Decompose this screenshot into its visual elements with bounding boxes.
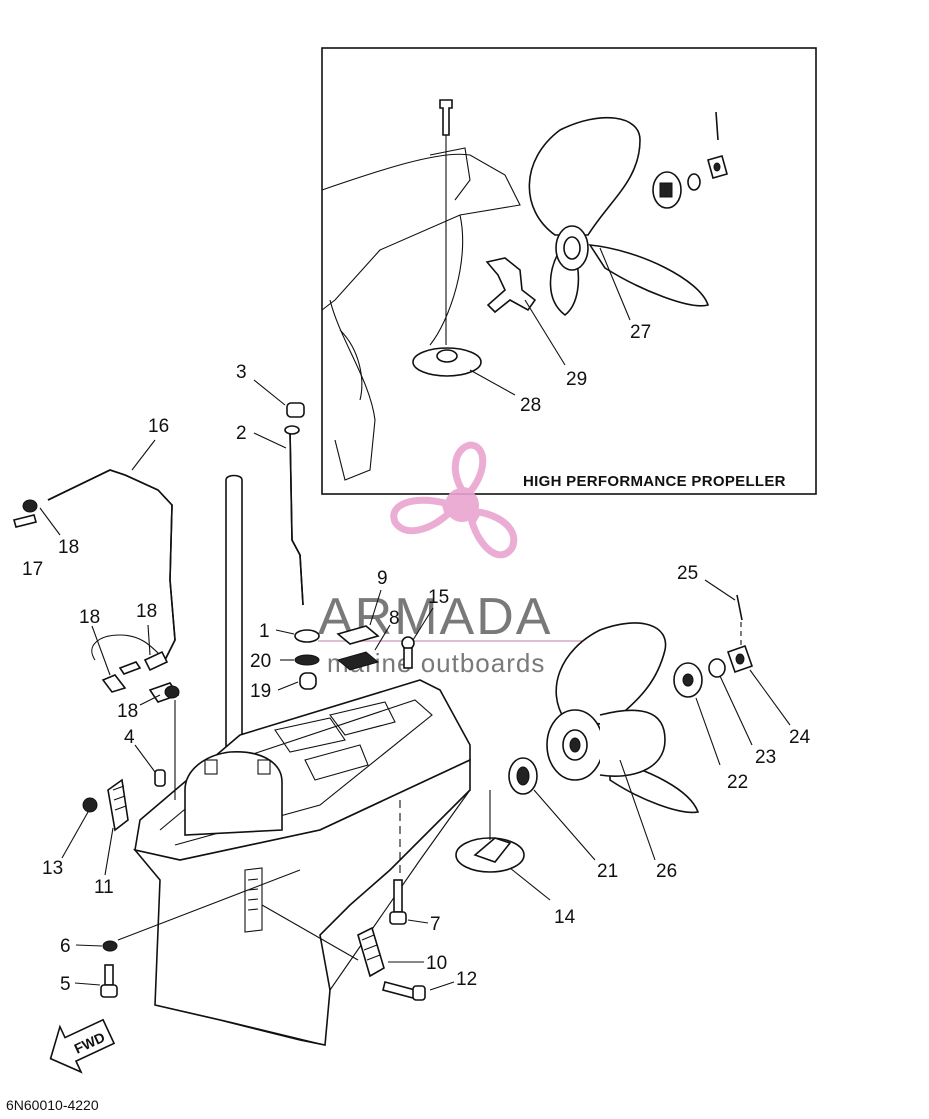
callout-2: 2 xyxy=(236,423,247,444)
callout-18-left: 18 xyxy=(79,607,100,628)
callout-6: 6 xyxy=(60,936,71,957)
inset-high-performance-propeller: HIGH PERFORMANCE PROPELLER xyxy=(321,47,817,495)
callout-27: 27 xyxy=(630,322,651,343)
callout-14: 14 xyxy=(554,907,576,928)
callout-5: 5 xyxy=(60,974,71,995)
callout-19: 19 xyxy=(250,681,271,702)
callout-24: 24 xyxy=(789,727,811,748)
callout-13: 13 xyxy=(42,858,63,879)
callout-17: 17 xyxy=(22,559,43,580)
callout-23: 23 xyxy=(755,747,776,768)
inset-title: HIGH PERFORMANCE PROPELLER xyxy=(523,473,786,490)
propeller-logo-icon xyxy=(390,441,518,559)
callout-numbers: 1 2 3 4 5 6 7 8 9 10 11 12 13 14 15 16 1… xyxy=(22,322,811,995)
callout-16: 16 xyxy=(148,416,169,437)
callout-18-bottom: 18 xyxy=(117,701,138,722)
callout-18-top: 18 xyxy=(58,537,79,558)
callout-26: 26 xyxy=(656,861,677,882)
callout-8: 8 xyxy=(389,608,400,629)
callout-25: 25 xyxy=(677,563,698,584)
lower-unit-assembly xyxy=(13,402,754,1046)
callout-29: 29 xyxy=(566,369,587,390)
fwd-direction-marker: FWD xyxy=(49,1018,116,1074)
callout-12: 12 xyxy=(456,969,477,990)
callout-28: 28 xyxy=(520,395,541,416)
callout-18-mid: 18 xyxy=(136,601,157,622)
callout-9: 9 xyxy=(377,568,388,589)
callout-10: 10 xyxy=(426,953,447,974)
callout-11: 11 xyxy=(94,877,114,898)
armada-watermark: ARMADA marine outboards xyxy=(318,441,614,678)
diagram-code: 6N60010-4220 xyxy=(6,1097,99,1113)
callout-15: 15 xyxy=(428,587,449,608)
callout-7: 7 xyxy=(430,914,441,935)
callout-3: 3 xyxy=(236,362,247,383)
callout-22: 22 xyxy=(727,772,748,793)
callout-4: 4 xyxy=(124,727,135,748)
callout-leaders xyxy=(39,379,791,991)
callout-21: 21 xyxy=(597,861,618,882)
callout-1: 1 xyxy=(259,621,270,642)
callout-20: 20 xyxy=(250,651,271,672)
